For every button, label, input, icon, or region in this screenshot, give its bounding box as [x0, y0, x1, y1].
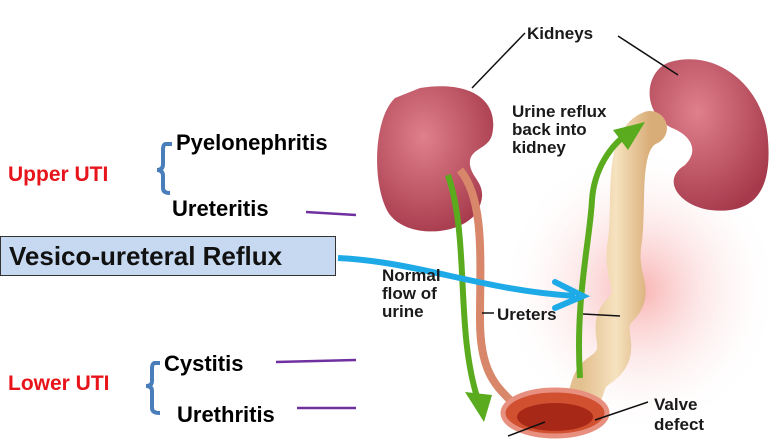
lower-uti-label: Lower UTI — [8, 372, 110, 395]
pyelonephritis-label: Pyelonephritis — [176, 130, 328, 155]
cystitis-label: Cystitis — [164, 351, 244, 376]
ureters-label: Ureters — [497, 305, 557, 324]
normal-flow-arrowhead — [465, 392, 492, 422]
vur-arrow — [337, 255, 576, 299]
dilated-ureter — [565, 111, 667, 417]
kidneys-leader-left — [471, 32, 526, 89]
valve-label-2: defect — [654, 415, 704, 434]
reflux-label-2: back into — [512, 120, 587, 139]
ureteritis-label: Ureteritis — [172, 196, 269, 221]
upper-uti-brace — [156, 142, 172, 195]
reflux-label-1: Urine reflux — [512, 102, 607, 121]
cystitis-pointer — [275, 358, 357, 364]
lower-uti-brace — [145, 361, 161, 415]
right-kidney — [649, 59, 769, 211]
ureteritis-pointer — [305, 210, 357, 217]
reflux-arrow — [575, 129, 632, 379]
normal-flow-label-1: Normal — [382, 266, 441, 285]
ureters-leader — [482, 312, 621, 317]
vur-label: Vesico-ureteral Reflux — [9, 241, 283, 271]
left-kidney — [377, 86, 494, 232]
reflux-label-3: kidney — [512, 138, 566, 157]
bladder-interior — [517, 403, 593, 431]
valve-label-1: Valve — [654, 395, 698, 414]
upper-uti-label: Upper UTI — [8, 163, 109, 186]
kidneys-label: Kidneys — [527, 24, 593, 43]
valve-leader — [507, 401, 649, 437]
vur-arrowhead — [552, 279, 591, 311]
urethritis-label: Urethritis — [177, 402, 275, 427]
reflux-arrowhead — [613, 122, 645, 150]
normal-flow-label-3: urine — [382, 302, 424, 321]
vur-box: Vesico-ureteral Reflux — [0, 236, 336, 276]
kidneys-leader-right — [617, 35, 679, 76]
normal-flow-arrow — [445, 174, 481, 401]
normal-flow-label-2: flow of — [382, 284, 437, 303]
normal-ureter — [456, 167, 513, 403]
